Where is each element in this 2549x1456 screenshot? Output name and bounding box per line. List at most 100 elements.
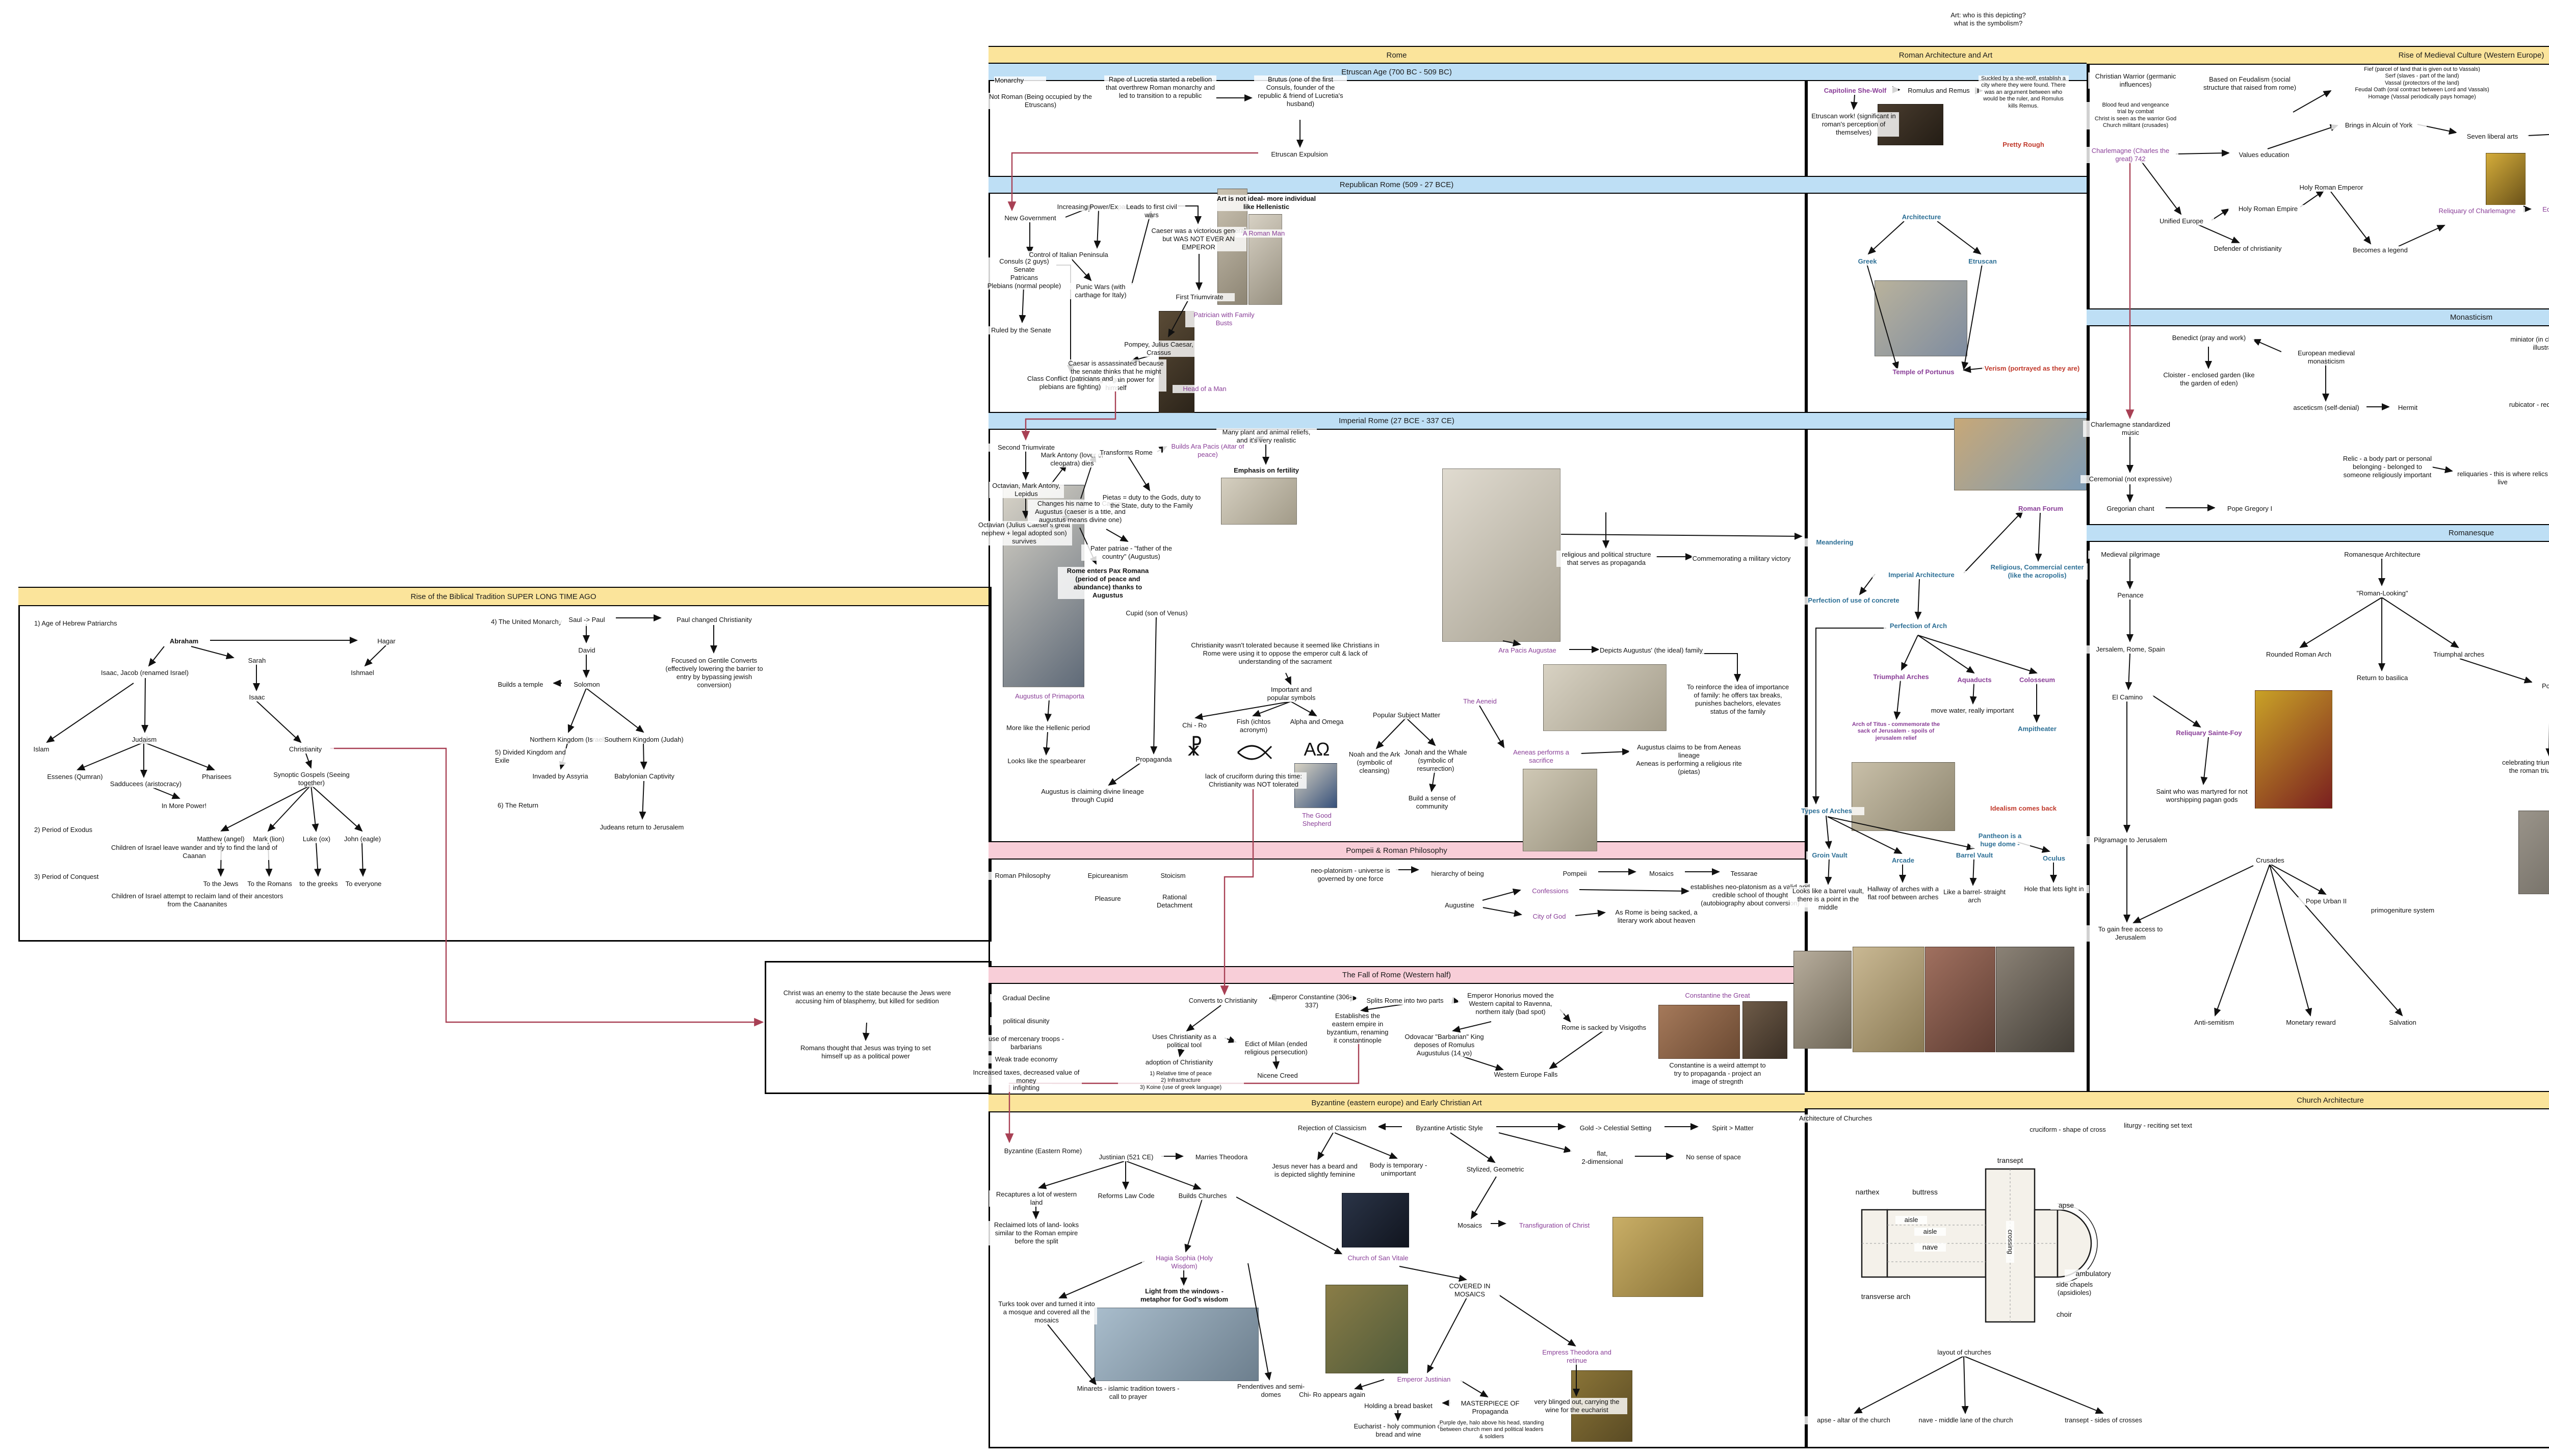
edge-108 [1917, 635, 2038, 674]
node-constantine-weird: Constantine is a weird attempt to try to… [1667, 1061, 1768, 1086]
node-transforms-rome: Transforms Rome [1091, 449, 1161, 457]
edge-161 [2459, 658, 2533, 684]
node-religious-political-structure: religious and political structure that s… [1556, 551, 1657, 567]
node-pleasure: Pleasure [1084, 895, 1131, 903]
node-patrician-caption: Patrician with Family Busts [1185, 311, 1263, 327]
node-age-hebrew-patriarchs: 1) Age of Hebrew Patriarchs [34, 619, 137, 628]
node-transept-def: transept - sides of crosses [2048, 1416, 2159, 1424]
edge-70 [1184, 1199, 1203, 1253]
edge-177 [330, 747, 764, 1027]
node-noah-ark: Noah and the Ark (symbolic of cleansing) [1342, 750, 1407, 775]
node-david: David [568, 646, 605, 655]
node-mosaics: Mosaics [1638, 870, 1685, 878]
node-barrel-desc: Like a barrel- straight arch [1938, 888, 2011, 904]
node-christ-enemy: Christ was an enemy to the state because… [783, 989, 952, 1005]
edge-52 [1575, 909, 1606, 917]
edge-43 [1406, 717, 1436, 746]
image-constantine-the-great [1658, 1005, 1740, 1059]
node-pope-gregory: Pope Gregory I [2215, 505, 2285, 513]
node-commemorating-victory: Commemorating a military victory [1691, 555, 1792, 563]
node-cruciform: cruciform - shape of cross [2010, 1126, 2126, 1134]
node-temple-portunus: Temple of Portunus [1885, 368, 1962, 376]
node-return-basilica: Return to basilica [2346, 674, 2418, 682]
node-perfection-arch: Perfection of Arch [1883, 622, 1954, 630]
node-changes-name: Changes his name to Caeser Augustus (cae… [1027, 500, 1133, 524]
edge-60 [1360, 1004, 1403, 1013]
edge-181 [148, 646, 165, 667]
plan-label-ambulatory: ambulatory [2065, 1269, 2122, 1279]
node-arch-of-titus: Arch of Titus - commemorate the sack of … [1848, 721, 1944, 742]
node-christian-warrior: Christian Warrior (germanic influences) [2088, 72, 2183, 89]
edge-133 [2330, 191, 2372, 245]
node-arcade-desc: Hallway of arches with a flat roof betwe… [1864, 885, 1942, 901]
node-reliquary-charlemagne: Reliquary of Charlemagne [2429, 207, 2525, 215]
edge-199 [359, 842, 367, 877]
node-abraham: Abraham [158, 637, 210, 645]
image-barrel-vault-corridor [1925, 947, 1995, 1052]
edge-190 [152, 787, 180, 799]
edge-146 [2431, 466, 2453, 474]
node-builds-churches: Builds Churches [1169, 1192, 1236, 1200]
header-medieval: Rise of Medieval Culture (Western Europe… [2087, 46, 2549, 65]
edge-102 [1963, 510, 2024, 574]
image-large-judgement-scene [2518, 811, 2549, 894]
node-gradual-decline: Gradual Decline [990, 994, 1062, 1002]
node-gregorian-chant: Gregorian chant [2095, 505, 2166, 513]
node-emperor-justinian: Emperor Justinian [1385, 1375, 1463, 1384]
node-lack-cruciform: lack of cruciform during this time: Chri… [1201, 772, 1307, 789]
edge-81 [1450, 1132, 1496, 1163]
edge-173 [2269, 864, 2403, 1017]
node-emperor-constantine: Emperor Constantine (306-337) [1270, 993, 1353, 1009]
image-arcade-hall [1853, 947, 1924, 1052]
node-free-access-jerusalem: To gain free access to Jerusalem [2083, 925, 2178, 942]
node-epicureanism: Epicureanism [1077, 872, 1139, 880]
edge-71 [1236, 1197, 1343, 1255]
edge-36 [1150, 616, 1158, 755]
edge-115 [1827, 816, 1975, 850]
node-capitoline-she-wolf: Capitoline She-Wolf [1812, 87, 1898, 95]
node-groin-vault: Groin Vault [1806, 851, 1853, 860]
image-reliquary-charlemagne [2486, 153, 2526, 205]
node-greek: Greek [1849, 257, 1886, 266]
edge-153 [2125, 653, 2132, 690]
node-depicts-ideal-family: Depicts Augustus' (the ideal) family [1598, 646, 1704, 655]
edge-171 [2214, 864, 2270, 1017]
node-babylonian-captivity: Babylonian Captivity [602, 772, 687, 781]
edge-88 [1498, 1294, 1576, 1347]
node-etruscan-arch: Etruscan [1959, 257, 2006, 266]
node-head-of-man-caption: Head of a Man [1172, 385, 1237, 393]
edge-38 [1284, 672, 1291, 685]
node-european-monasticism: European medieval monasticism [2281, 349, 2372, 366]
node-new-government: New Government [995, 214, 1065, 222]
node-caeser-general: Caeser was a victorious general but WAS … [1151, 227, 1246, 251]
edge-92 [1354, 1379, 1385, 1390]
edge-99 [1866, 264, 1899, 370]
node-layout-of-churches: layout of churches [1924, 1348, 2005, 1357]
node-pilgramage-jerusalem: Pilgramage to Jerusalem [2083, 836, 2178, 844]
node-asceticism: asceticsm (self-denial) [2286, 404, 2366, 412]
node-period-conquest: 3) Period of Conquest [34, 873, 132, 881]
node-honorius-ravenna: Emperor Honorius moved the Western capit… [1458, 992, 1564, 1016]
node-el-camino: El Camino [2101, 693, 2153, 701]
node-move-water: move water, really important [1922, 707, 2023, 715]
node-ara-pacis-augustae: Ara Pacis Augustae [1486, 646, 1569, 655]
image-ara-pacis-procession [1543, 664, 1667, 731]
edge-111 [1893, 680, 1901, 720]
node-types-of-arches: Types of Arches [1789, 807, 1864, 815]
node-aeneas-lineage: Augustus claims to be from Aeneas lineag… [1628, 743, 1750, 776]
image-pantheon-oculus [1996, 947, 2074, 1052]
edge-2 [1007, 152, 1258, 212]
node-popular-symbols: Important and popular symbols [1261, 686, 1321, 702]
node-holy-roman-empire: Holy Roman Empire [2228, 205, 2308, 213]
image-aeneas-relief [1523, 769, 1597, 851]
header-church-architecture: Church Architecture [1805, 1091, 2549, 1109]
node-chi-ro: Chi - Ro [1174, 721, 1215, 730]
node-judeans-return: Judeans return to Jerusalem [584, 823, 700, 831]
node-matthew: Matthew (angel) [192, 835, 249, 843]
edge-66 [1038, 1161, 1125, 1189]
node-relic-def: Relic - a body part or personal belongin… [2342, 455, 2433, 479]
edge-101 [1963, 366, 1985, 373]
edge-98 [1937, 221, 1982, 255]
node-groin-desc: Looks like a barrel vault, there is a po… [1789, 887, 1867, 912]
